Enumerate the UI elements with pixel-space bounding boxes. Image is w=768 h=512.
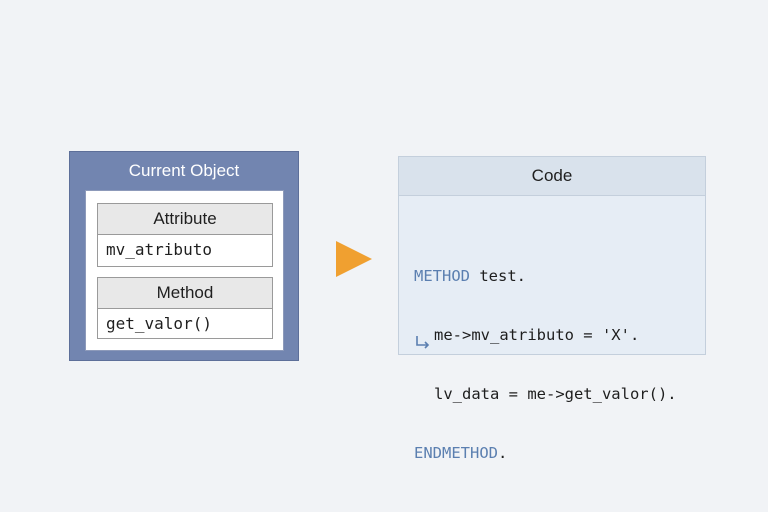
object-members-container: Attribute mv_atributo Method get_valor() [85,190,284,351]
code-text: test. [470,267,526,285]
current-object-title: Current Object [128,161,240,180]
code-line: ENDMETHOD. [414,442,677,465]
code-keyword: ENDMETHOD [414,444,498,462]
code-line: lv_data = me->get_valor(). [414,383,677,406]
method-header: Method [98,278,272,309]
attribute-header: Attribute [98,204,272,235]
code-text: lv_data = me->get_valor(). [434,385,677,403]
code-line: me->mv_atributo = 'X'. [414,324,677,349]
code-text: . [498,444,508,462]
code-line: METHOD test. [414,265,677,288]
triangle-right-icon [336,241,372,277]
code-title: Code [399,157,705,196]
method-value: get_valor() [106,314,212,333]
attribute-value: mv_atributo [106,240,212,259]
code-panel: Code METHOD test. me->mv_atributo = 'X'.… [398,156,706,462]
code-text: me->mv_atributo = 'X'. [434,326,640,344]
current-object-panel: Current Object Attribute mv_atributo Met… [69,151,299,361]
attribute-box: Attribute mv_atributo [97,203,273,267]
method-box: Method get_valor() [97,277,273,339]
code-keyword: METHOD [414,267,470,285]
code-block: METHOD test. me->mv_atributo = 'X'. lv_d… [414,229,677,501]
return-arrow-icon [416,336,430,349]
